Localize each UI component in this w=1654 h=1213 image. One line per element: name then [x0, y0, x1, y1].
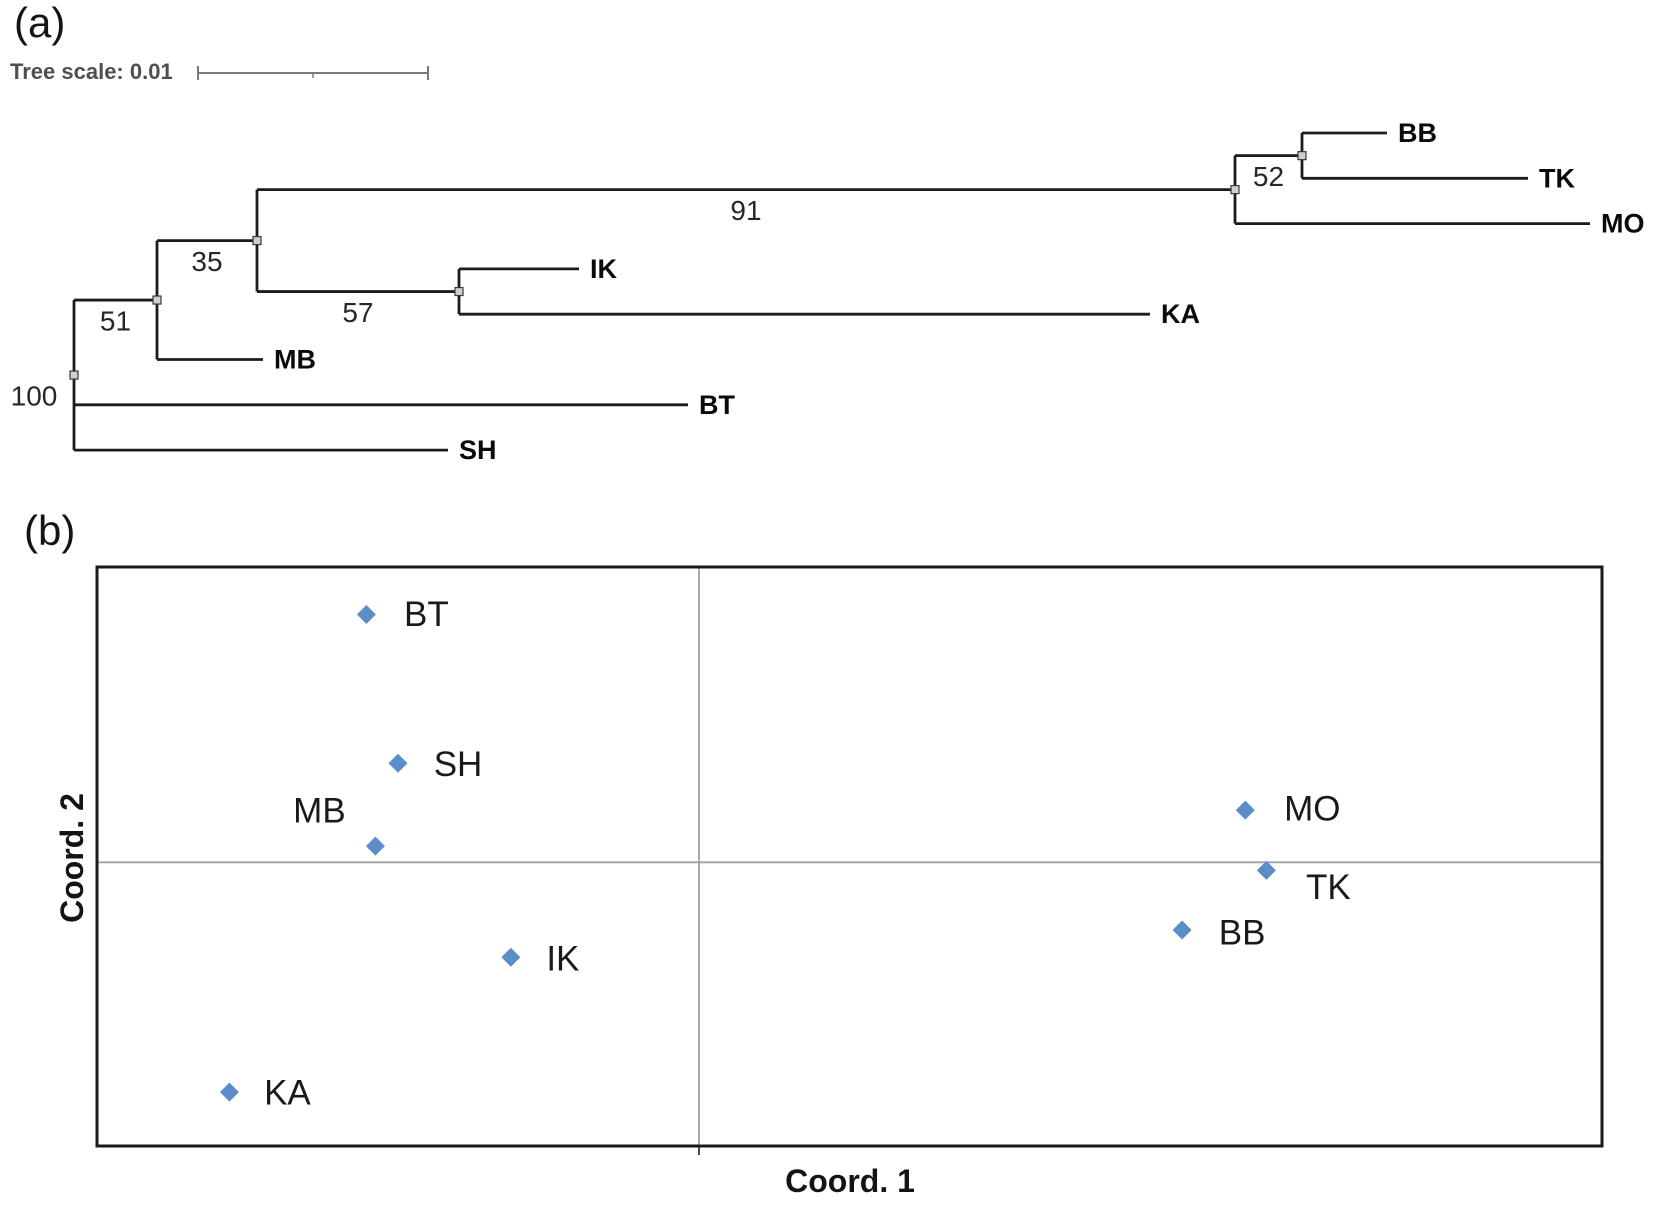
point-MO — [1235, 800, 1255, 820]
taxon-label-BT: BT — [699, 390, 735, 420]
bootstrap-label-91: 91 — [730, 195, 761, 226]
point-MB — [365, 836, 385, 856]
tree-scale-bar — [197, 66, 429, 80]
tree-scale-label: Tree scale: 0.01 — [10, 59, 173, 84]
taxon-label-MO: MO — [1601, 209, 1645, 239]
point-label-MB: MB — [293, 792, 346, 831]
point-SH — [388, 753, 408, 773]
node-marker — [1297, 151, 1307, 161]
point-label-TK: TK — [1306, 868, 1351, 907]
point-label-BB: BB — [1219, 914, 1266, 953]
x-axis-label: Coord. 1 — [785, 1163, 915, 1199]
point-label-IK: IK — [546, 940, 579, 979]
node-marker — [1230, 185, 1240, 195]
point-label-MO: MO — [1284, 790, 1340, 829]
panel-b-label: (b) — [24, 507, 76, 554]
point-label-SH: SH — [434, 745, 483, 784]
point-TK — [1256, 860, 1276, 880]
taxon-label-BB: BB — [1398, 118, 1437, 148]
bootstrap-label-35: 35 — [191, 246, 222, 277]
taxon-label-IK: IK — [590, 254, 618, 284]
pcoa-scatter-plot: BT SH MB IK KA MO TK BB Coord. 1 Coord. 2 — [54, 565, 1604, 1199]
node-marker — [69, 370, 79, 380]
point-BT — [356, 604, 376, 624]
panel-a-label: (a) — [14, 0, 66, 46]
plot-frame — [95, 565, 1604, 1148]
taxon-label-TK: TK — [1539, 163, 1575, 193]
point-KA — [219, 1082, 239, 1102]
point-IK — [501, 947, 521, 967]
point-BB — [1172, 920, 1192, 940]
bootstrap-label-57: 57 — [342, 297, 373, 328]
scatter-marks: BT SH MB IK KA MO TK BB — [95, 565, 1604, 1155]
taxon-label-SH: SH — [459, 435, 497, 465]
node-marker — [152, 295, 162, 305]
bootstrap-label-52: 52 — [1253, 161, 1284, 192]
y-axis-label: Coord. 2 — [54, 793, 90, 923]
taxon-label-KA: KA — [1161, 299, 1200, 329]
bootstrap-label-100: 100 — [11, 381, 58, 412]
bootstrap-label-51: 51 — [100, 306, 131, 337]
taxon-label-MB: MB — [274, 345, 316, 375]
point-label-KA: KA — [264, 1074, 311, 1113]
point-label-BT: BT — [404, 595, 449, 634]
node-marker — [454, 286, 464, 297]
node-marker — [252, 235, 262, 246]
